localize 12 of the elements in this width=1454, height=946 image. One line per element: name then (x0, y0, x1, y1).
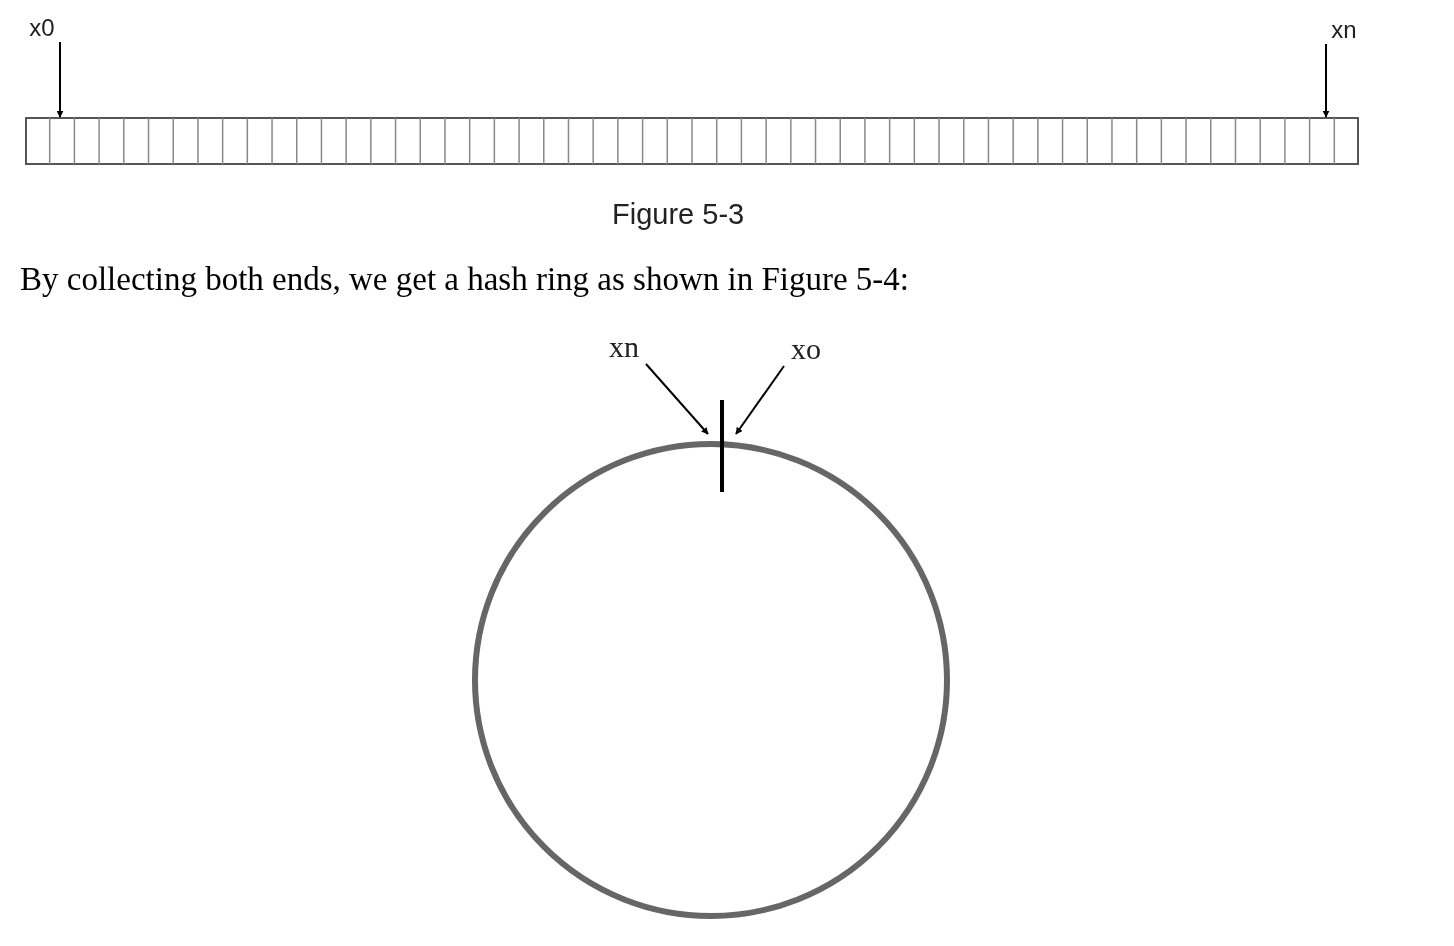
pointer-label: xn (1331, 18, 1357, 42)
hash-space-bar (25, 117, 1359, 165)
arrow (645, 363, 709, 435)
arrow (735, 365, 785, 435)
arrow (56, 41, 64, 118)
pointer-label: xo (791, 334, 821, 364)
figure-caption: Figure 5-3 (612, 197, 745, 232)
tick-mark (720, 400, 724, 492)
pointer-label: x0 (29, 16, 55, 40)
pointer-label: xn (609, 332, 639, 362)
body-text: By collecting both ends, we get a hash ring as shown in Figure 5-4: (20, 260, 910, 299)
arrow (1322, 43, 1330, 118)
